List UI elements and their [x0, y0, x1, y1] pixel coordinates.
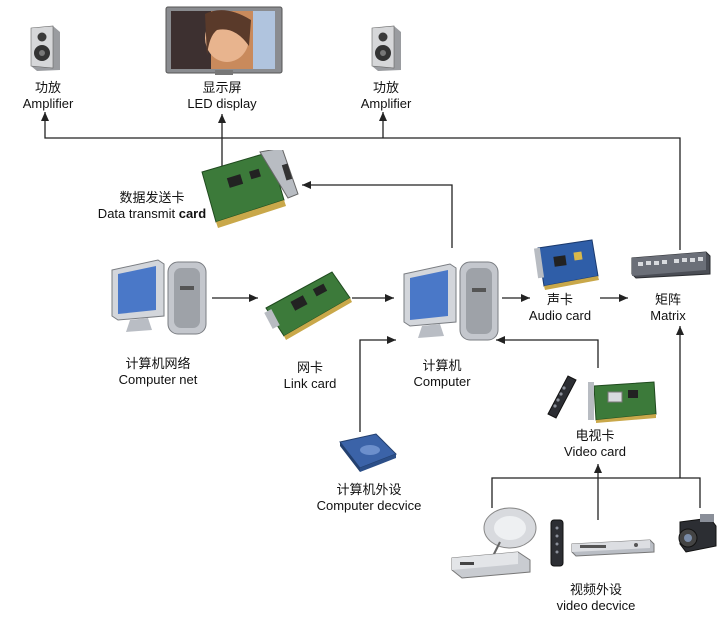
videocard-to-computer-line — [496, 336, 599, 368]
computer-device-icon — [339, 433, 397, 472]
audio-card-zh: 声卡 — [546, 292, 573, 307]
computer-device-en: Computer decvice — [316, 498, 422, 513]
amplifier-left-zh: 功放 — [34, 80, 62, 95]
computer-label: 计算机 Computer — [413, 358, 470, 390]
link-card-en: Link card — [283, 376, 337, 391]
matrix-to-amplifiers-line — [41, 112, 681, 250]
camcorder-icon — [678, 514, 717, 553]
computer-device-zh: 计算机外设 — [336, 482, 402, 497]
amplifier-right-en: Amplifier — [360, 96, 412, 111]
video-device-zh: 视频外设 — [569, 582, 622, 597]
videodevice-bus-line — [491, 477, 701, 508]
matrix-zh: 矩阵 — [654, 292, 682, 307]
video-device-en: video decvice — [556, 598, 636, 613]
video-card-label: 电视卡 Video card — [564, 428, 626, 460]
data-transmit-card-icon — [201, 150, 299, 228]
computer-en: Computer — [413, 374, 471, 389]
dvd-player-icon — [571, 539, 655, 557]
link-card-icon — [264, 271, 352, 340]
matrix-label: 矩阵 Matrix — [650, 292, 685, 324]
data-transmit-card-en-bold: card — [178, 206, 207, 221]
computer-net-en: Computer net — [118, 372, 198, 387]
video-card-icon — [547, 375, 657, 423]
amplifier-left-icon — [30, 25, 60, 71]
amplifier-left-en: Amplifier — [22, 96, 74, 111]
link-card-label: 网卡 Link card — [284, 360, 337, 392]
compdevice-to-computer-line — [359, 336, 396, 432]
audio-card-label: 声卡 Audio card — [529, 292, 591, 324]
amplifier-right-zh: 功放 — [372, 80, 400, 95]
matrix-en: Matrix — [650, 308, 686, 323]
video-card-zh: 电视卡 — [575, 428, 615, 443]
matrix-icon — [631, 251, 711, 279]
computer-net-label: 计算机网络 Computer net — [119, 356, 198, 388]
computer-icon — [403, 261, 499, 341]
computer-zh: 计算机 — [422, 358, 462, 373]
led-display-en: LED display — [187, 96, 257, 111]
audio-card-icon — [533, 239, 599, 290]
computer-device-label: 计算机外设 Computer decvice — [317, 482, 422, 514]
data-transmit-card-label: 数据发送卡 Data transmit card — [98, 190, 206, 222]
led-display-icon — [165, 6, 283, 75]
remote-control-icon — [550, 519, 564, 567]
video-card-en: Video card — [564, 444, 626, 459]
amplifier-right-icon — [371, 25, 401, 71]
link-card-zh: 网卡 — [296, 360, 323, 375]
led-display-zh: 显示屏 — [202, 80, 242, 95]
computer-net-zh: 计算机网络 — [125, 356, 191, 371]
data-transmit-card-zh: 数据发送卡 — [119, 190, 185, 205]
computer-to-datacard-line — [302, 181, 453, 248]
led-display-label: 显示屏 LED display — [187, 80, 256, 112]
data-transmit-card-en: Data transmit card — [98, 206, 206, 222]
audio-card-en: Audio card — [528, 308, 592, 323]
satellite-receiver-icon — [451, 507, 537, 579]
video-device-label: 视频外设 video decvice — [557, 582, 636, 614]
amplifier-left-label: 功放 Amplifier — [23, 80, 74, 112]
data-transmit-card-en-text: Data transmit — [97, 206, 179, 221]
computer-net-icon — [111, 259, 207, 335]
amplifier-right-label: 功放 Amplifier — [361, 80, 412, 112]
